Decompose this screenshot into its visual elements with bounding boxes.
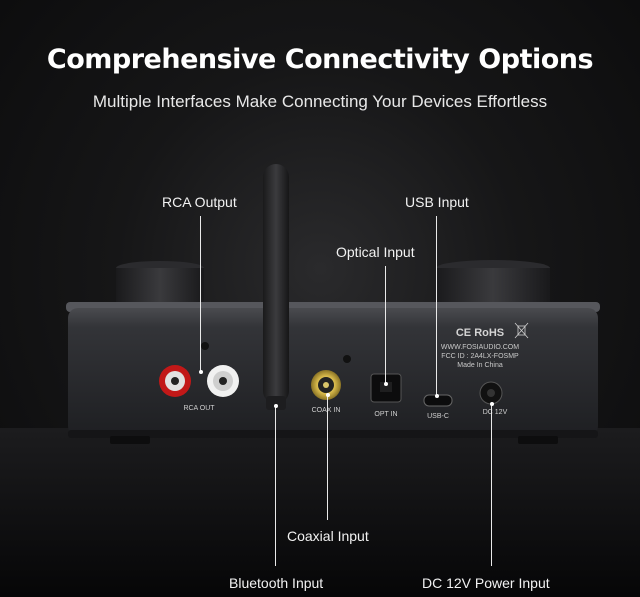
- website-text: WWW.FOSIAUDIO.COM: [441, 344, 519, 351]
- coaxial-input-leader-dot: [325, 393, 330, 397]
- ce-rohs-mark: CE RoHS: [456, 327, 504, 339]
- left-volume-knob: [116, 261, 204, 308]
- callout-usb-input: USB Input: [405, 194, 469, 210]
- dc-power-input-leader-dot: [489, 402, 494, 406]
- opt-port-label: OPT IN: [374, 411, 397, 418]
- bluetooth-input-leader-dot: [273, 404, 278, 408]
- rca-output-leader-dot: [198, 370, 203, 374]
- rca-output-jacks: RCA OUT: [159, 342, 239, 412]
- optical-input-leader-dot: [383, 382, 388, 386]
- weee-bin-icon: [514, 322, 529, 339]
- dc-port-label: DC 12V: [483, 409, 508, 416]
- rca-output-leader-line: [200, 216, 201, 372]
- callout-dc-power-input: DC 12V Power Input: [422, 575, 550, 591]
- coax-port-label: COAX IN: [312, 407, 341, 414]
- usb-input-leader-dot: [434, 394, 439, 398]
- callout-bluetooth-input: Bluetooth Input: [229, 575, 324, 591]
- optical-input-port: OPT IN: [370, 373, 402, 418]
- coaxial-input-leader-line: [327, 395, 328, 520]
- coaxial-input-jack: COAX IN: [311, 355, 351, 414]
- rca-port-label: RCA OUT: [183, 405, 215, 412]
- callout-optical-input: Optical Input: [336, 244, 415, 260]
- usb-port-label: USB-C: [427, 413, 449, 420]
- bluetooth-input-leader-line: [275, 406, 276, 566]
- usb-input-leader-line: [436, 216, 437, 396]
- usb-c-port: USB-C: [423, 394, 453, 420]
- optical-input-leader-line: [385, 266, 386, 384]
- dc-power-input-leader-line: [491, 404, 492, 566]
- made-in-text: Made In China: [457, 362, 503, 369]
- headline-subtitle: Multiple Interfaces Make Connecting Your…: [92, 92, 548, 111]
- bluetooth-antenna: [263, 164, 289, 410]
- certification-block: CE RoHS WWW.FOSIAUDIO.COM FCC ID : 2A4LX…: [441, 322, 529, 369]
- fcc-id-text: FCC ID : 2A4LX-FOSMP: [441, 353, 519, 360]
- dc-power-port: DC 12V: [479, 381, 508, 416]
- right-volume-knob: [436, 260, 550, 308]
- callout-coaxial-input: Coaxial Input: [287, 528, 369, 544]
- callout-rca-output: RCA Output: [162, 194, 237, 210]
- headline-title: Comprehensive Connectivity Options: [46, 44, 594, 75]
